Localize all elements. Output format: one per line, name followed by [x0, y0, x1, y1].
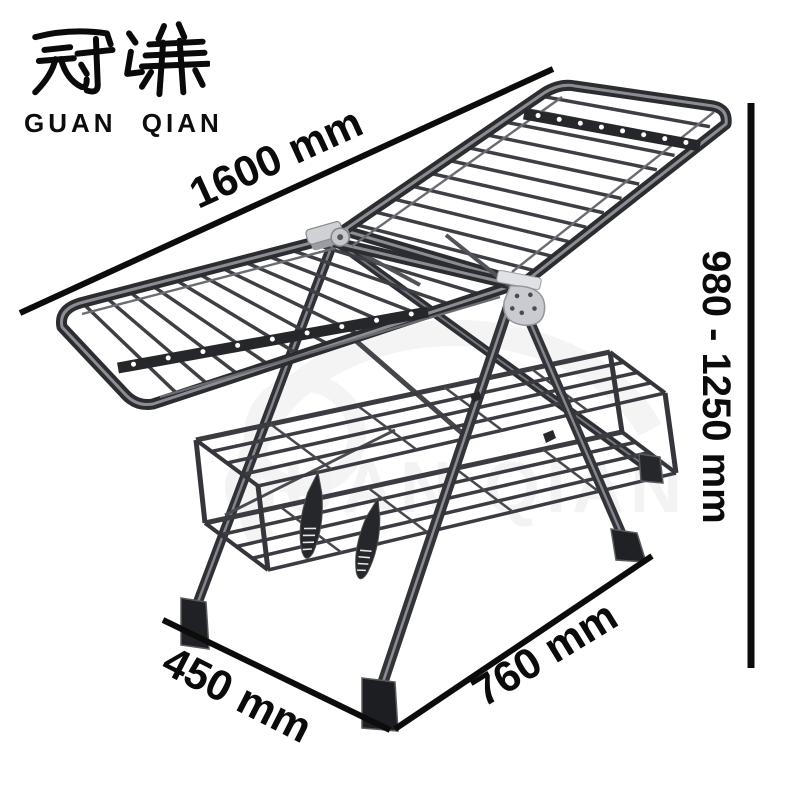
length-dimension-line [18, 66, 555, 316]
depth-dimension-line [161, 617, 392, 733]
fold-hinge-clamp [305, 221, 351, 251]
inner-rail [159, 295, 501, 399]
shelf-hangers [193, 351, 679, 571]
foot-back-right [638, 453, 664, 484]
sock-strip-holes [535, 113, 689, 145]
shoe-hooks [299, 391, 556, 580]
sock-strip [523, 108, 701, 152]
brand-logo-latin: GUAN QIAN [24, 108, 223, 138]
brand-logo-chinese [32, 21, 210, 98]
leg-joint-plate [496, 269, 546, 326]
height-dimension-label: 980 - 1250 mm [694, 250, 738, 524]
inner-rail [351, 96, 563, 247]
sock-strip-holes [131, 311, 414, 367]
front-legs [372, 285, 634, 699]
inner-rail [81, 246, 337, 316]
shelf-clips [470, 391, 556, 443]
support-strut [353, 338, 472, 442]
width-dimension-line [393, 553, 654, 732]
